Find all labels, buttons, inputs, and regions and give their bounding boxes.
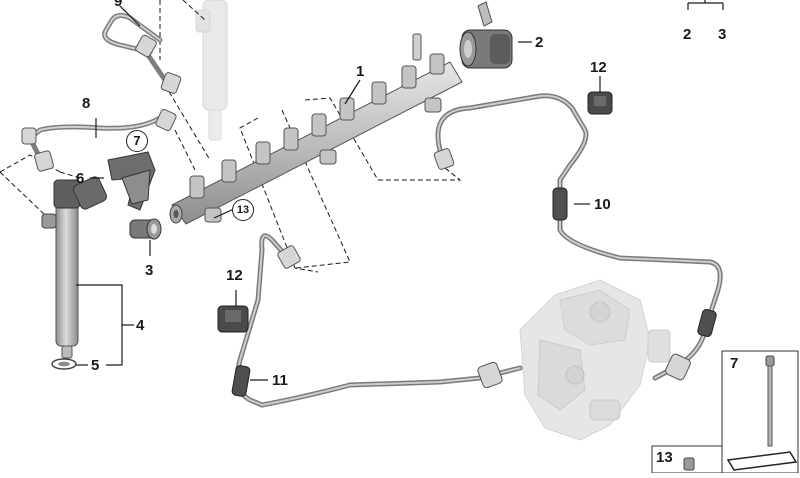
label-8: 8 xyxy=(82,95,91,112)
label-12-top: 12 xyxy=(590,59,607,76)
plug-3 xyxy=(129,218,162,240)
fuel-rail xyxy=(169,33,463,225)
pipe-11 xyxy=(231,233,523,408)
inset-box-7 xyxy=(721,350,799,474)
clip-12-bottom xyxy=(217,305,249,333)
label-2: 2 xyxy=(535,34,544,51)
label-1: 1 xyxy=(356,63,365,80)
injector xyxy=(41,176,108,359)
label-11: 11 xyxy=(272,372,288,389)
label-4: 4 xyxy=(136,317,145,334)
clamp xyxy=(107,151,156,211)
label-5: 5 xyxy=(91,357,100,374)
label-10: 10 xyxy=(594,196,611,213)
label-12-bottom: 12 xyxy=(226,267,243,284)
label-6: 6 xyxy=(76,170,85,187)
label-2-index: 2 xyxy=(683,26,692,43)
inset-label-13: 13 xyxy=(656,449,673,466)
pipe-8 xyxy=(21,108,177,172)
pipe-9 xyxy=(102,12,182,94)
pressure-sensor xyxy=(459,1,513,69)
label-13-circled: 13 xyxy=(232,199,254,221)
label-9: 9 xyxy=(114,0,123,10)
label-3-index: 3 xyxy=(718,26,727,43)
label-7-circled: 7 xyxy=(126,130,148,152)
clip-12-top xyxy=(587,91,613,115)
ghost-injector xyxy=(195,0,228,141)
seal-ring xyxy=(51,358,77,370)
label-3: 3 xyxy=(145,262,154,279)
ghost-high-pressure-pump xyxy=(519,279,671,441)
inset-label-7: 7 xyxy=(730,355,739,372)
pipe-10 xyxy=(433,93,723,381)
